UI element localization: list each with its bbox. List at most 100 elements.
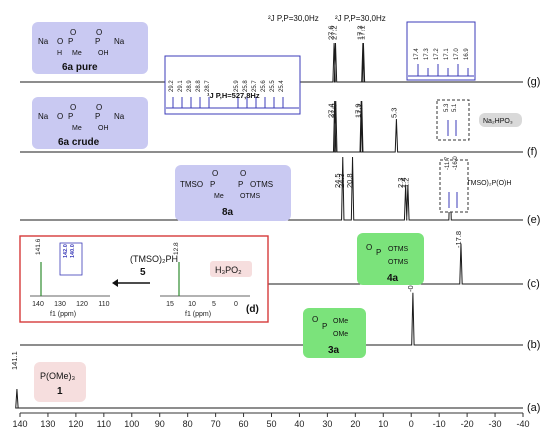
inset-peak-label: 17.2 (434, 48, 440, 60)
structure-text: P (238, 180, 243, 189)
structure-text: O (57, 112, 63, 121)
structure-text: O (240, 169, 246, 178)
peak-label-e: 24.5 (333, 173, 342, 188)
inset-peak-label: 17.3 (424, 48, 430, 60)
arrowhead (112, 279, 118, 287)
x-tick-label: 90 (155, 419, 165, 429)
spectrum-label: (a) (527, 402, 540, 414)
compound-name: 6a pure (62, 62, 98, 73)
inset-peak-label: -16.0 (453, 156, 459, 170)
compound-box-6a-pure (32, 22, 148, 74)
x-tick-label: 10 (378, 419, 388, 429)
coupling-label: ¹J P,H=527,8Hz (207, 91, 260, 100)
spectrum-label: (f) (527, 146, 537, 158)
structure-text: OH (98, 125, 109, 132)
spectra-layer (15, 42, 523, 409)
spectrum-trace-c (20, 243, 523, 285)
inset-peak-label: 12.8 (173, 242, 180, 255)
inset-axis-label: f1 (ppm) (185, 311, 211, 318)
x-tick-label: 0 (409, 419, 414, 429)
peak-label-f: 27.0 (329, 103, 338, 118)
spectrum-trace-f (20, 100, 523, 153)
inset-peak-label: 17.1 (444, 48, 450, 60)
peak-label-c: -17.8 (454, 231, 463, 248)
peak-label-b: -0.6 (406, 279, 415, 292)
inset-peak-label: 25.8 (243, 80, 249, 92)
structure-text: P (68, 112, 73, 121)
x-tick-label: 50 (266, 419, 276, 429)
inset-label: (d) (246, 304, 259, 315)
peak-label-g: 17.1 (357, 25, 366, 40)
inset-peak-label: 25.5 (270, 80, 276, 92)
structure-text: P (95, 37, 100, 46)
peak-label-f: 17.9 (353, 103, 362, 118)
structure-text: Me (72, 125, 82, 132)
compound-name: 4a (387, 273, 399, 284)
x-tick-label: 100 (124, 419, 139, 429)
peak-label-f: 17.7 (356, 103, 365, 118)
inset-f (436, 99, 470, 141)
structure-text: OH (98, 50, 109, 57)
peak-label-e: 20.8 (345, 173, 354, 188)
structure-text: OMe (333, 331, 348, 338)
x-tick-label: 140 (12, 419, 27, 429)
x-tick-label: 40 (294, 419, 304, 429)
compound-formula: (TMSO)₂PH (130, 254, 178, 264)
compound-box-1 (34, 362, 86, 402)
structure-text: Na (114, 112, 125, 121)
peak-label-a: 141.1 (10, 351, 19, 370)
structure-text: Na (38, 37, 49, 46)
inset-tick-label: 10 (188, 301, 196, 308)
inset-axis-label: f1 (ppm) (50, 311, 76, 318)
inset-tick-label: 140 (32, 301, 44, 308)
coupling-label: ²J P,P=30,0Hz (268, 14, 319, 23)
x-tick-label: 30 (322, 419, 332, 429)
inset-tick-label: 120 (76, 301, 88, 308)
x-tick-label: -30 (489, 419, 502, 429)
impurity-label: Na₂HPO₃ (483, 118, 513, 125)
structure-text: O (70, 28, 76, 37)
x-tick-label: 60 (239, 419, 249, 429)
inset-tick-label: 5 (212, 301, 216, 308)
structure-text: Na (38, 112, 49, 121)
x-tick-label: -40 (516, 419, 529, 429)
compound-box-3a (303, 308, 366, 358)
structure-text: H (57, 50, 62, 57)
inset-peak-label: 25.6 (261, 80, 267, 92)
spectrum-label: (e) (527, 214, 540, 226)
inset-peak-label: 142.0 (63, 244, 69, 258)
inset-peak-label: 28.9 (187, 80, 193, 92)
compound-box-h3po2 (210, 261, 252, 277)
structure-text: O (96, 28, 102, 37)
structure-text: TMSO (180, 180, 203, 189)
inset-tick-label: 15 (166, 301, 174, 308)
compound-name: 1 (57, 386, 63, 397)
inset-peak-label: 28.7 (205, 80, 211, 92)
structure-text: OTMS (250, 180, 273, 189)
peak-label-e: 2.3 (396, 178, 405, 188)
impurity-box (479, 113, 522, 127)
structure-text: OMe (333, 318, 348, 325)
coupling-label: ²J P,P=30,0Hz (335, 14, 386, 23)
compound-formula: H₃PO₂ (215, 265, 242, 275)
structure-text: O (70, 103, 76, 112)
structure-text: OTMS (240, 193, 261, 200)
x-tick-label: 120 (68, 419, 83, 429)
inset-tick-label: 110 (98, 301, 109, 308)
inset-peak-label: -11.7 (445, 156, 451, 170)
spectrum-label: (b) (527, 339, 540, 351)
inset-peak-label: 17.0 (454, 48, 460, 60)
compound-name: 3a (328, 345, 340, 356)
inset-d (19, 235, 269, 323)
inset-peak-label: 28.8 (196, 80, 202, 92)
spectrum-trace-b (20, 292, 523, 346)
inset-peak-label: 5.3 (444, 103, 450, 112)
compound-name: 5 (140, 267, 146, 278)
inset-peak-label: 29.2 (169, 80, 175, 92)
spectrum-label: (c) (527, 278, 540, 290)
structure-text: O (212, 169, 218, 178)
structure-text: Me (214, 193, 224, 200)
inset-peak-label: 17.4 (414, 48, 420, 60)
